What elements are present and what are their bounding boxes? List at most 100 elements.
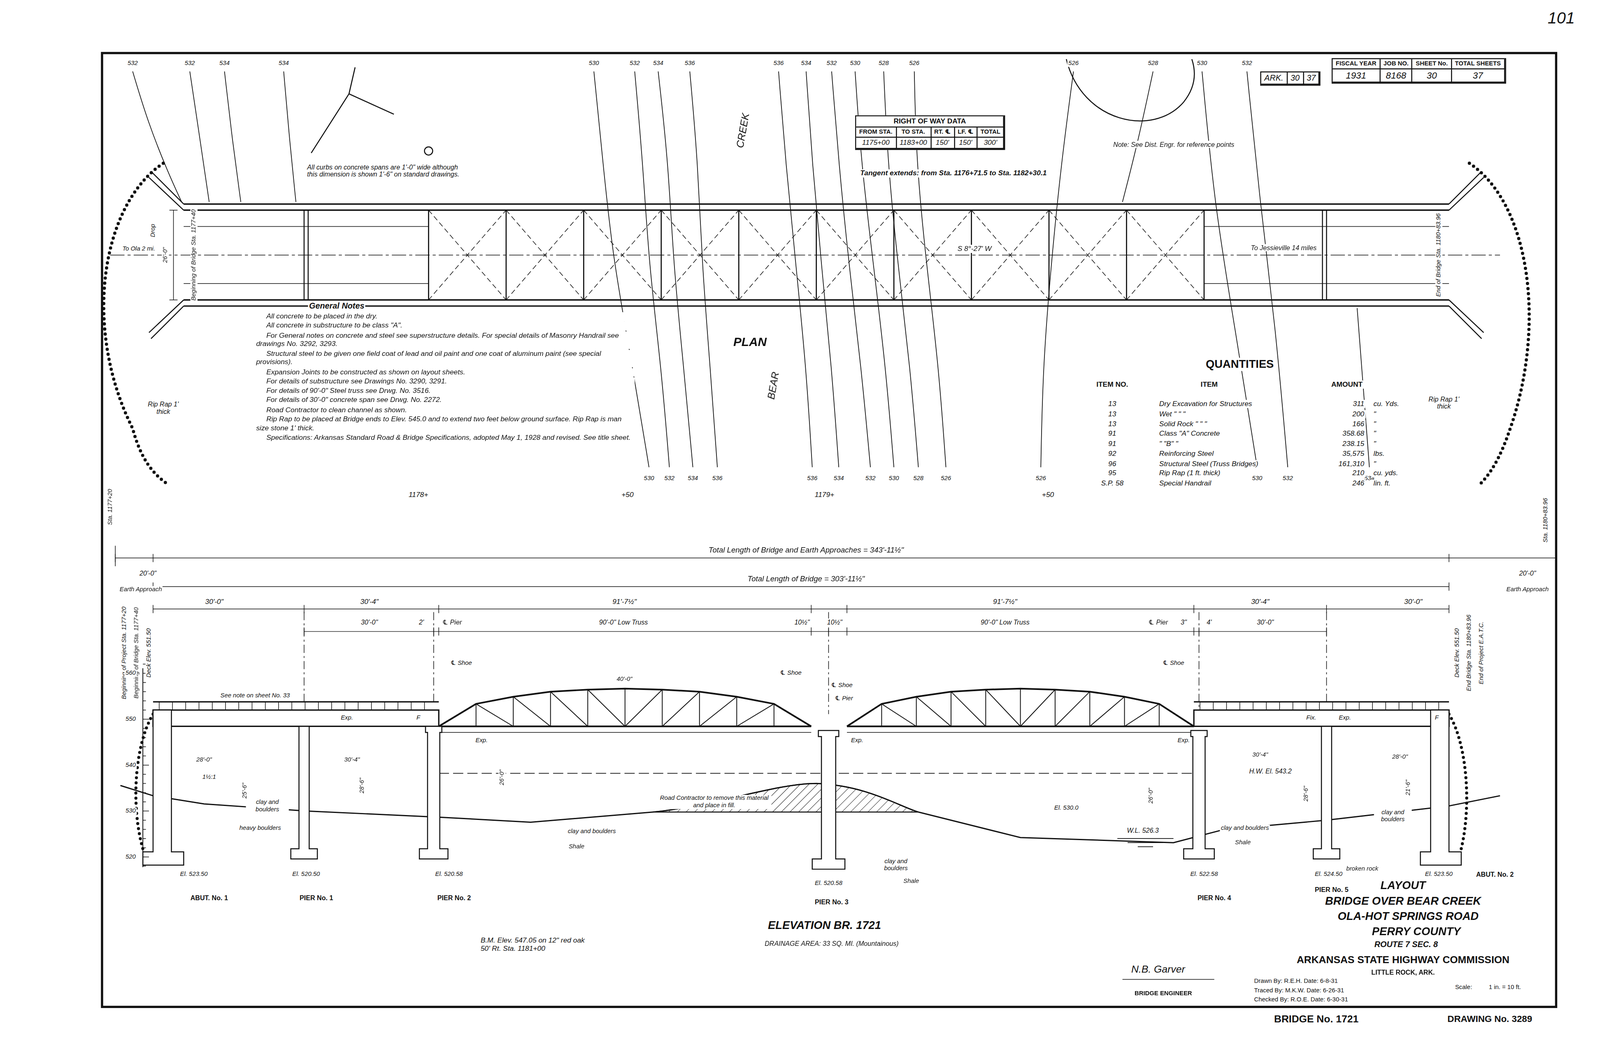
tick-mark bbox=[1198, 627, 1200, 636]
contour-number: 528 bbox=[877, 59, 890, 67]
tick-mark bbox=[142, 682, 146, 683]
dimension-label: 30'-4" bbox=[1251, 751, 1270, 759]
contour-number: 536 bbox=[806, 474, 819, 482]
tick-mark bbox=[211, 702, 213, 711]
contour-line bbox=[806, 71, 839, 468]
contour-number: 536 bbox=[772, 59, 785, 67]
tick-mark bbox=[152, 604, 154, 614]
tick-mark bbox=[1226, 702, 1227, 711]
dimension-label: 30'-0" bbox=[204, 597, 225, 607]
contour-number: 534 bbox=[686, 474, 700, 482]
contour-line bbox=[1040, 71, 1074, 468]
dimension-label: 20'-0" bbox=[138, 569, 158, 578]
tick-mark bbox=[331, 702, 332, 711]
contour-number: 534 bbox=[800, 59, 813, 67]
plan-label: CREEK bbox=[733, 111, 752, 150]
truss-member bbox=[951, 691, 986, 727]
dimension-label: Total Length of Bridge = 303'-11½" bbox=[746, 575, 866, 584]
table-cell: 91 bbox=[1107, 429, 1118, 438]
station-label: 1178+ bbox=[407, 490, 429, 500]
table-cell: lin. ft. bbox=[1372, 479, 1392, 488]
table-cell: 150' bbox=[954, 137, 978, 149]
pier bbox=[812, 730, 845, 870]
general-note: All concrete in substructure to be class… bbox=[255, 321, 635, 331]
contour-number: 532 bbox=[1281, 474, 1294, 482]
concrete-span bbox=[1193, 702, 1449, 727]
tick-mark bbox=[304, 702, 306, 711]
tick-mark bbox=[1438, 702, 1439, 711]
excavation-area bbox=[653, 783, 919, 812]
station-note: Deck Elev. 551.50 bbox=[1453, 627, 1461, 680]
rip-rap bbox=[1448, 714, 1467, 849]
truss-member bbox=[438, 688, 812, 727]
creek-bank bbox=[1066, 59, 1195, 121]
contour-number: 534 bbox=[832, 474, 845, 482]
truss-member bbox=[662, 691, 700, 727]
rip-rap bbox=[103, 163, 169, 485]
tick-mark bbox=[303, 627, 305, 636]
contour-number: 528 bbox=[912, 474, 925, 482]
tick-mark bbox=[225, 702, 226, 711]
contour-number: 532 bbox=[183, 59, 196, 67]
tick-mark bbox=[1345, 702, 1347, 711]
dimension-line bbox=[115, 546, 1556, 632]
contour-number: 526 bbox=[939, 474, 953, 482]
truss-member bbox=[661, 689, 663, 727]
tick-mark bbox=[828, 627, 829, 636]
tick-mark bbox=[152, 553, 154, 563]
contour-number: 532 bbox=[663, 474, 676, 482]
dimension-label: 28'-6" bbox=[358, 776, 366, 795]
table-cell: lbs. bbox=[1372, 449, 1386, 459]
tick-mark bbox=[158, 702, 160, 711]
sheet-title: LAYOUT bbox=[1379, 879, 1427, 893]
tick-mark bbox=[198, 702, 200, 711]
pier-label: PIER No. 3 bbox=[813, 898, 850, 907]
pier bbox=[1313, 726, 1340, 859]
table-cell: 37 bbox=[1451, 69, 1505, 83]
table-cell: 246 bbox=[1351, 479, 1366, 488]
truss-floor bbox=[438, 725, 1194, 728]
dimension-label: 21'-6" bbox=[1404, 779, 1412, 797]
contour-number: 530 bbox=[1251, 474, 1264, 482]
table-cell: 1931 bbox=[1332, 69, 1381, 83]
contour-number: 534 bbox=[218, 59, 231, 67]
joint-mark: Fix. bbox=[1305, 714, 1318, 722]
table-cell: 35,575 bbox=[1341, 449, 1366, 459]
contour-number: 532 bbox=[1240, 59, 1254, 67]
joint-mark: F bbox=[415, 714, 422, 722]
table-cell: LF. ℄ bbox=[954, 127, 978, 138]
truss-member bbox=[1124, 697, 1126, 727]
table-cell: " bbox=[1372, 409, 1377, 419]
truss-member bbox=[881, 704, 882, 727]
table-cell: " bbox=[1372, 419, 1377, 428]
contour-number: 532 bbox=[825, 59, 838, 67]
table-cell: 37 bbox=[1303, 72, 1320, 85]
contour-number: 530 bbox=[848, 59, 862, 67]
pier-label: El. 523.50 bbox=[179, 870, 209, 878]
scale-number: 560 bbox=[124, 669, 137, 677]
pier-label: El. 520.50 bbox=[291, 870, 321, 878]
tick-mark bbox=[142, 820, 146, 821]
contour-number: 536 bbox=[683, 59, 696, 67]
tick-mark bbox=[142, 783, 146, 784]
dimension-label: 30'-0" bbox=[1255, 618, 1275, 627]
span-joint bbox=[304, 210, 1327, 300]
tick-mark bbox=[1239, 702, 1240, 711]
table-cell: Dry Excavation for Structures bbox=[1158, 400, 1254, 409]
tick-mark bbox=[384, 702, 385, 711]
general-note: Road Contractor to clean channel as show… bbox=[255, 405, 635, 415]
truss-member bbox=[624, 688, 626, 727]
plan-label: Drop bbox=[149, 223, 157, 239]
table-cell: 238.15 bbox=[1341, 439, 1366, 449]
centerline-label: ℄ Shoe bbox=[449, 659, 473, 667]
joint-mark: Exp. bbox=[339, 714, 355, 722]
pier-label: ABUT. No. 2 bbox=[1474, 870, 1515, 879]
tick-mark bbox=[1398, 702, 1400, 711]
truss-member bbox=[1020, 688, 1021, 727]
table-cell: Special Handrail bbox=[1158, 479, 1212, 488]
pier-label: PIER No. 4 bbox=[1196, 894, 1232, 903]
plan-label: PLAN bbox=[732, 335, 768, 350]
drawing-note: DRAINAGE AREA: 33 SQ. MI. (Mountainous) bbox=[763, 939, 900, 948]
contour-number: 534 bbox=[277, 59, 290, 67]
table-cell: Reinforcing Steel bbox=[1158, 449, 1215, 459]
